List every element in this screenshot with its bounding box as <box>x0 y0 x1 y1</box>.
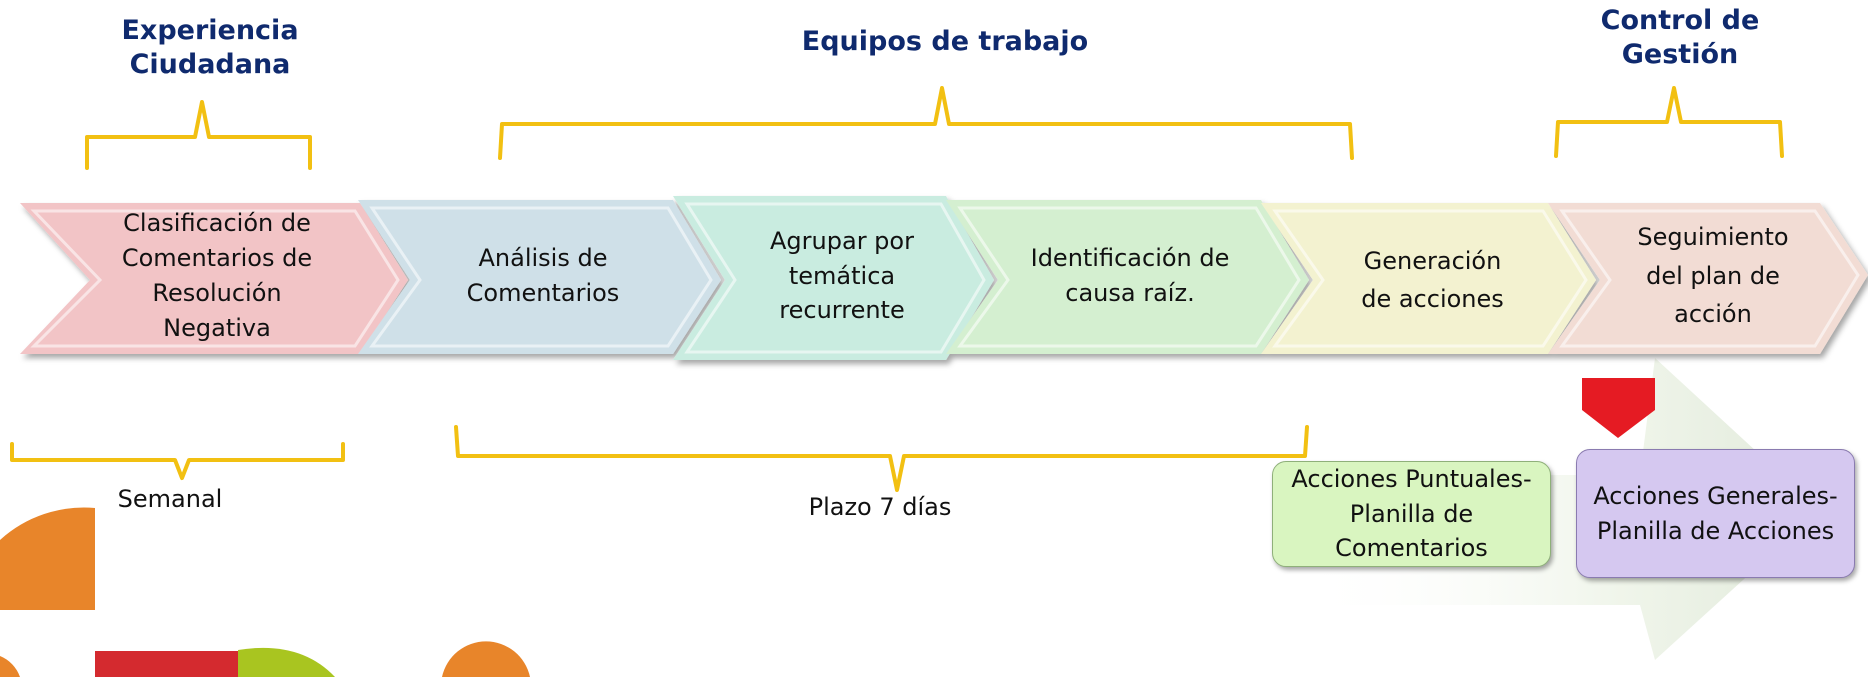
step-label-2: Análisis de Comentarios <box>466 244 620 307</box>
bracket-semanal <box>10 442 345 480</box>
background-arrow <box>1320 358 1820 660</box>
output-box-generales: Acciones Generales-Planilla de Acciones <box>1576 449 1855 578</box>
output-label-puntuales: Acciones Puntuales- Planilla de Comentar… <box>1291 464 1532 563</box>
bracket-experiencia <box>85 100 312 170</box>
timeframe-semanal: Semanal <box>117 485 223 513</box>
step-label-5: Generación de acciones <box>1361 246 1504 313</box>
step-chevron-6 <box>1548 203 1868 354</box>
step-chevron-5 <box>1261 203 1596 354</box>
step-label-1: Clasificación de Comentarios de Resoluci… <box>121 209 313 342</box>
header-equipos: Equipos de trabajo <box>801 26 1089 57</box>
step-label-4: Identificación de causa raíz. <box>1030 244 1230 307</box>
step-label-3: Agrupar por temática recurrente <box>770 226 914 325</box>
output-label-generales: Acciones Generales-Planilla de Acciones <box>1593 481 1838 545</box>
down-arrow <box>1582 378 1655 438</box>
bracket-equipos <box>498 86 1354 160</box>
decorative-shapes <box>0 507 530 677</box>
bracket-control <box>1554 86 1784 158</box>
header-experiencia: Experiencia Ciudadana <box>121 15 299 80</box>
bracket-plazo <box>454 425 1309 492</box>
step-label-6: Seguimiento del plan de acción <box>1637 223 1789 329</box>
step-chevron-4 <box>946 200 1309 354</box>
output-box-puntuales: Acciones Puntuales- Planilla de Comentar… <box>1272 461 1551 567</box>
step-chevron-3 <box>673 196 994 360</box>
step-chevron-2 <box>358 200 721 354</box>
timeframe-plazo: Plazo 7 días <box>808 493 952 521</box>
header-control: Control de Gestión <box>1600 5 1760 70</box>
step-chevron-1 <box>20 203 408 354</box>
